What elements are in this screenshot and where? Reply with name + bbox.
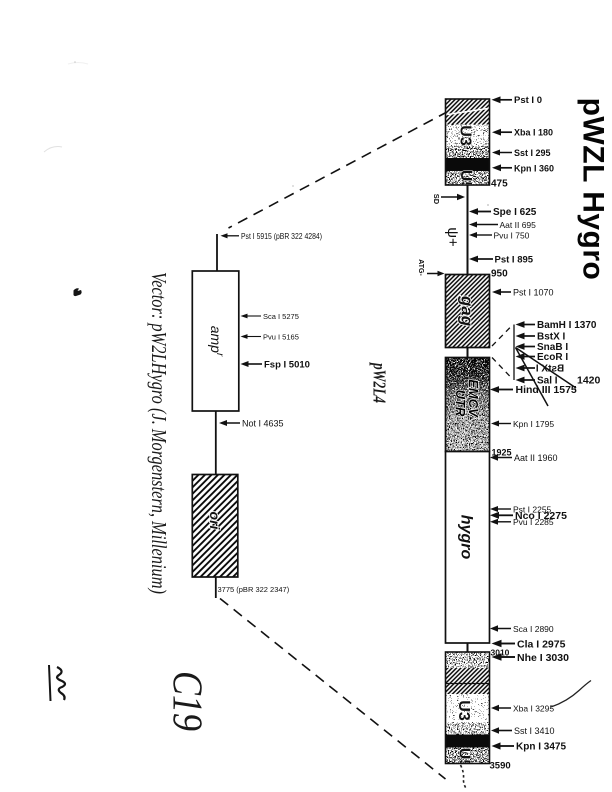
svg-text:Pvu I 750: Pvu I 750 [494, 230, 530, 240]
svg-text:Pst I 2255: Pst I 2255 [513, 504, 552, 514]
svg-text:Cla I 2975: Cla I 2975 [517, 638, 566, 650]
svg-text:BamH I 1370: BamH I 1370 [537, 320, 597, 331]
svg-text:EMCV: EMCV [466, 379, 481, 418]
svg-text:Nco I 2275: Nco I 2275 [515, 510, 567, 522]
svg-text:Vector: pW2LHygro (J. Morgens: Vector: pW2LHygro (J. Morgenstern, Mille… [147, 272, 171, 594]
svg-text:Kpn I 3475: Kpn I 3475 [516, 742, 566, 753]
svg-text:C19: C19 [164, 671, 210, 731]
svg-text:U5: U5 [456, 748, 473, 769]
svg-text:Sst I 295: Sst I 295 [514, 148, 551, 158]
svg-text:EcoR I: EcoR I [537, 352, 568, 363]
svg-text:U5: U5 [457, 170, 474, 191]
svg-text:Fsp I 5010: Fsp I 5010 [264, 360, 310, 371]
svg-text:U3: U3 [455, 700, 472, 721]
svg-text:Kpn I 1795: Kpn I 1795 [513, 419, 554, 429]
svg-text:ψ+: ψ+ [444, 227, 461, 247]
svg-text:Pst I 895: Pst I 895 [495, 255, 534, 266]
svg-text:Hind III 1575: Hind III 1575 [516, 384, 577, 396]
svg-text:Sst I 3410: Sst I 3410 [514, 726, 555, 736]
svg-text:475: 475 [491, 179, 508, 190]
svg-text:Spe I 625: Spe I 625 [493, 207, 537, 218]
svg-text:Aat II 695: Aat II 695 [500, 220, 537, 230]
svg-text:ampr: ampr [208, 326, 226, 357]
svg-text:Kpn I 360: Kpn I 360 [514, 163, 554, 173]
svg-text:pW2L4: pW2L4 [370, 362, 390, 403]
svg-text:Xba I 180: Xba I 180 [514, 128, 553, 138]
svg-text:pWZL Hygro: pWZL Hygro [577, 98, 610, 281]
svg-text:1925: 1925 [492, 448, 512, 458]
svg-text:Sca I 2890: Sca I 2890 [513, 624, 554, 634]
svg-text:BstX I: BstX I [536, 364, 565, 375]
svg-text:UTR: UTR [453, 390, 468, 417]
svg-text:Pst I 5915 (pBR 322 4284): Pst I 5915 (pBR 322 4284) [241, 232, 322, 241]
svg-text:ori: ori [207, 512, 223, 531]
svg-text:Pst I 1070: Pst I 1070 [513, 287, 554, 297]
svg-text:950: 950 [491, 269, 508, 280]
svg-text:ATG-: ATG- [417, 259, 424, 276]
svg-text:3775 (pBR 322 2347): 3775 (pBR 322 2347) [218, 585, 290, 594]
svg-text:Nhe I 3030: Nhe I 3030 [517, 652, 569, 664]
svg-text:BstX I: BstX I [537, 332, 566, 343]
svg-text:gag: gag [458, 295, 477, 327]
svg-text:Pvu I 5165: Pvu I 5165 [263, 333, 299, 342]
svg-text:SD: SD [432, 194, 441, 205]
svg-text:Aat II 1960: Aat II 1960 [514, 453, 558, 463]
svg-text:3590: 3590 [490, 761, 511, 772]
svg-text:3010: 3010 [491, 648, 510, 658]
svg-text:Sal I: Sal I [537, 376, 558, 387]
svg-text:1420: 1420 [577, 374, 601, 386]
svg-text:SnaB I: SnaB I [537, 342, 568, 353]
svg-text:Pvu I 2285: Pvu I 2285 [513, 517, 554, 527]
svg-text:U3: U3 [457, 125, 474, 146]
svg-text:hygro: hygro [458, 515, 475, 560]
svg-text:Xba I 3295: Xba I 3295 [513, 703, 554, 713]
svg-text:Pst I 0: Pst I 0 [514, 95, 542, 106]
svg-text:Not I 4635: Not I 4635 [242, 419, 284, 429]
svg-text:Sca I 5275: Sca I 5275 [263, 312, 299, 321]
